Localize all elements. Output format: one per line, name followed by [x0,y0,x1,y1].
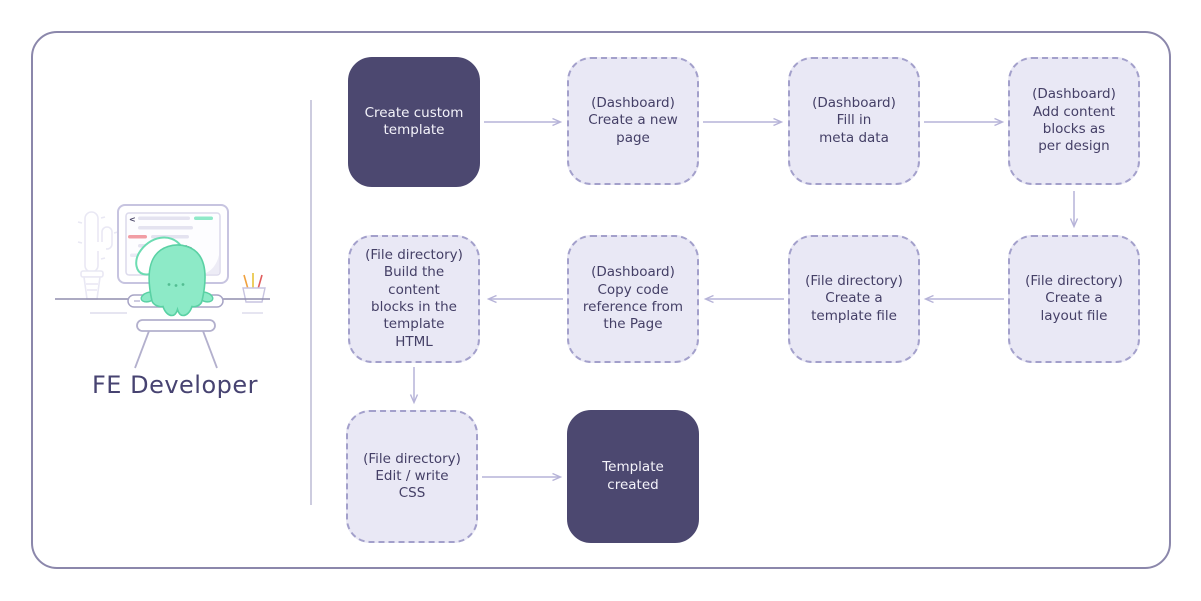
node-label: Create custom template [364,104,464,138]
stool-icon [134,319,218,369]
cactus-icon [77,211,119,300]
flow-node-copy-code-reference: (Dashboard) Copy code reference from the… [567,235,699,363]
flow-node-create-layout-file: (File directory) Create a layout file [1008,235,1140,363]
flow-node-edit-write-css: (File directory) Edit / write CSS [346,410,478,543]
flow-node-create-custom-template: Create custom template [348,57,480,187]
flow-node-fill-meta-data: (Dashboard) Fill in meta data [788,57,920,185]
flow-node-create-new-page: (Dashboard) Create a new page [567,57,699,185]
node-label: (File directory) Create a layout file [1025,273,1123,324]
node-label: (File directory) Build the content block… [365,247,463,350]
node-label: (Dashboard) Create a new page [588,95,678,146]
svg-text:<: < [129,215,136,224]
node-label: (File directory) Create a template file [805,273,903,324]
mascot-icon [135,236,214,317]
section-divider [310,100,312,505]
node-label: Template created [602,459,664,493]
flow-node-create-template-file: (File directory) Create a template file [788,235,920,363]
node-label: (File directory) Edit / write CSS [363,450,461,502]
outer-border [31,31,1171,569]
actor-label: FE Developer [91,371,259,399]
flow-node-template-created: Template created [567,410,699,543]
flow-node-add-content-blocks: (Dashboard) Add content blocks as per de… [1008,57,1140,185]
node-label: (Dashboard) Add content blocks as per de… [1032,86,1116,155]
fe-developer-illustration: < /> [55,204,270,369]
node-label: (Dashboard) Copy code reference from the… [582,264,684,333]
node-label: (Dashboard) Fill in meta data [812,95,896,146]
flow-node-build-content-blocks: (File directory) Build the content block… [348,235,480,363]
